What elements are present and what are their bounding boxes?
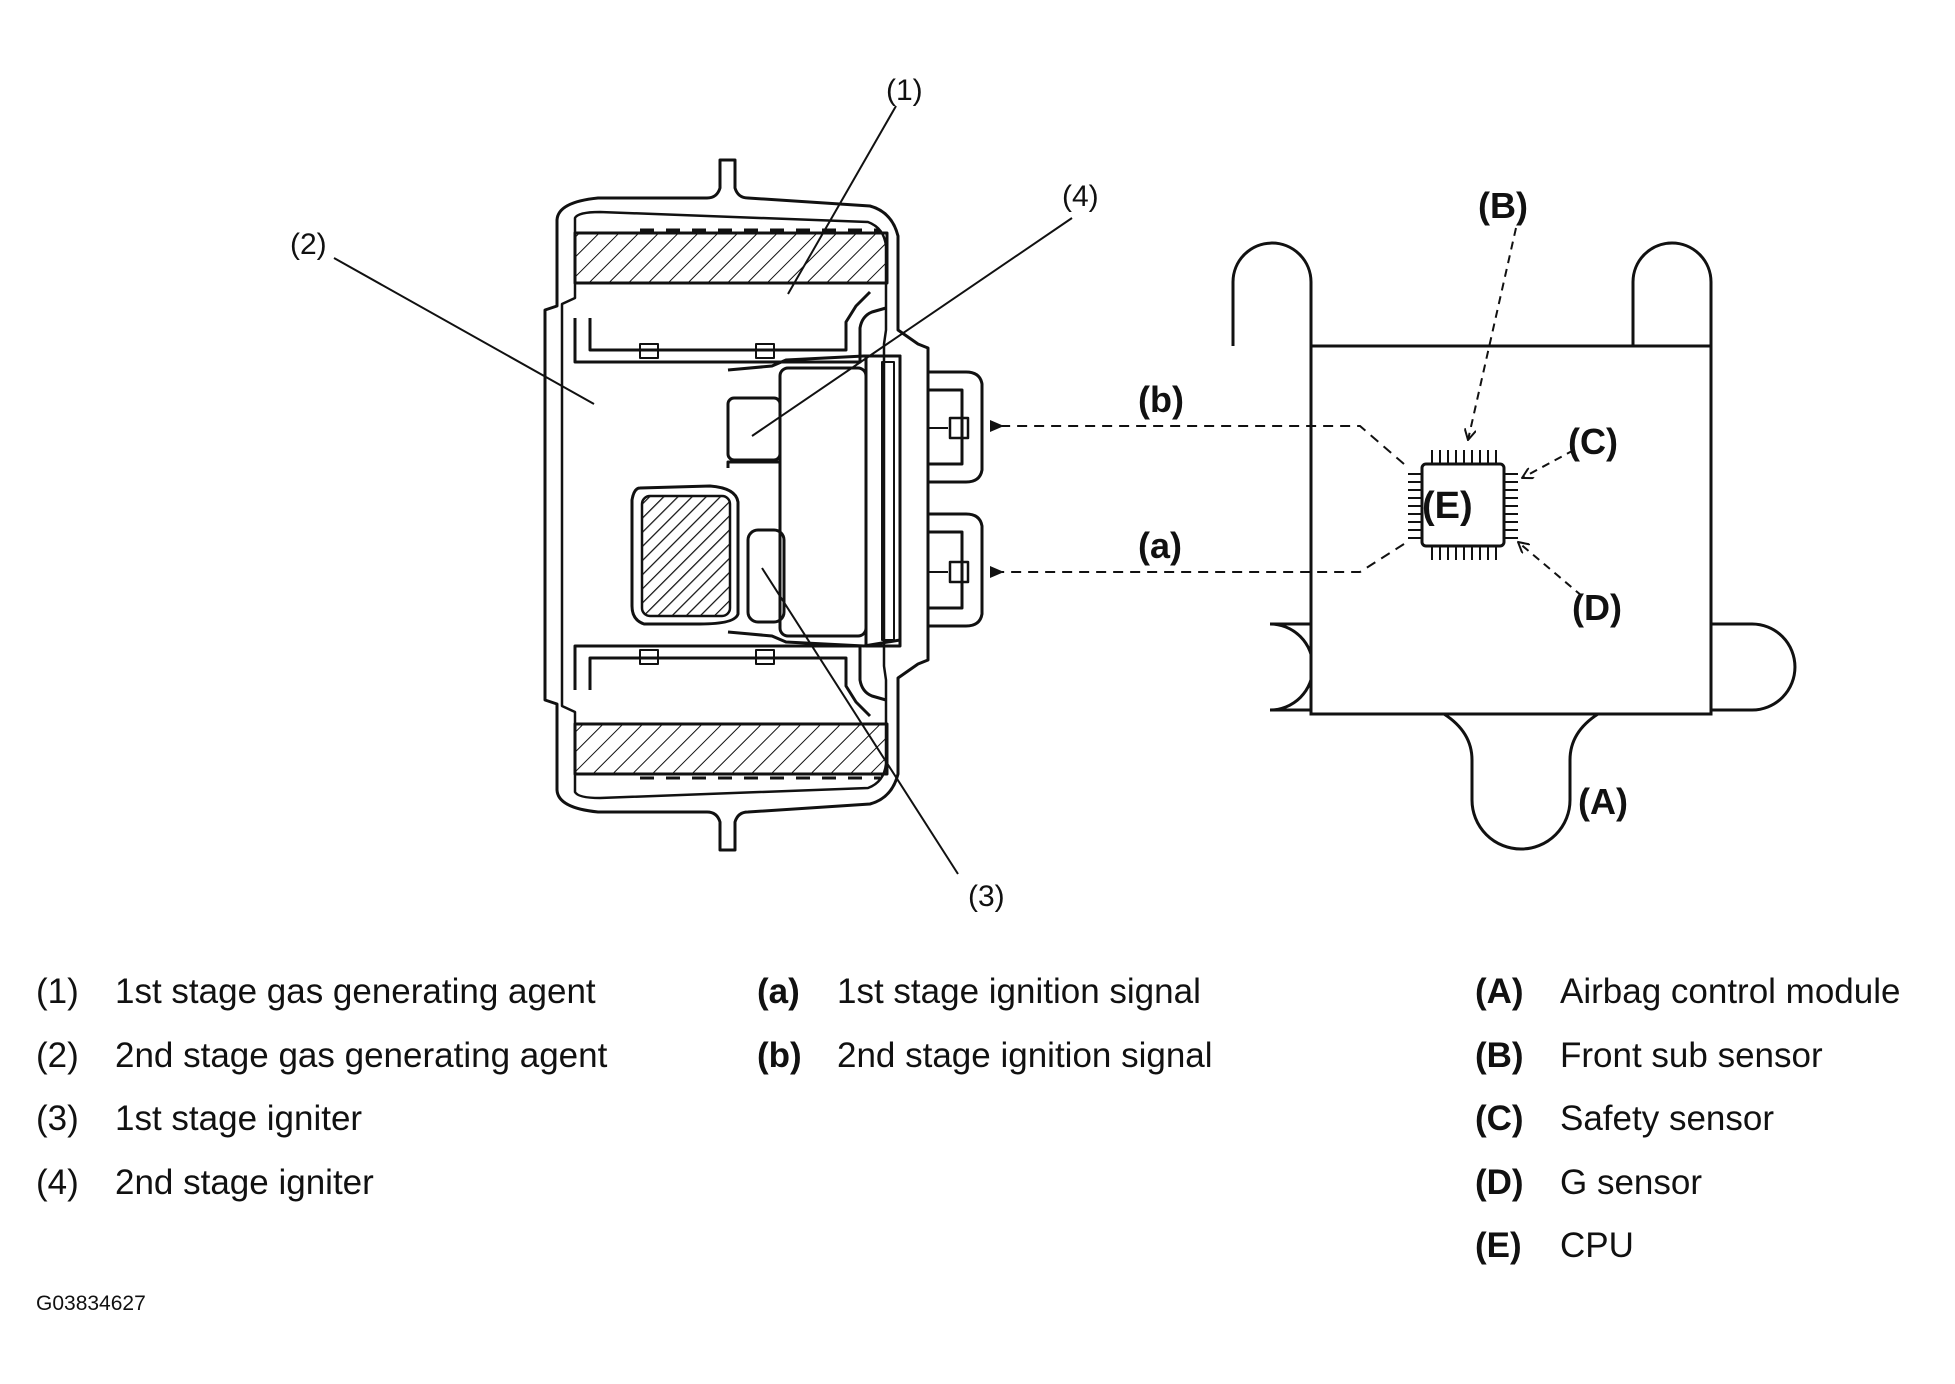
callout-C: (C) [1568,421,1618,462]
legend-label: CPU [1560,1226,1634,1265]
legend-signals: (a) 1st stage ignition signal (b) 2nd stage… [757,972,1213,1099]
legend-label: G sensor [1560,1162,1702,1202]
figure-code: G03834627 [36,1292,146,1315]
legend-key: (D) [1475,1162,1524,1202]
first-stage-igniter [746,528,786,624]
legend-key: (E) [1475,1226,1522,1265]
legend-key: (a) [757,972,800,1011]
legend-label: Safety sensor [1560,1099,1774,1138]
legend-key: (B) [1475,1035,1524,1075]
legend-row: (a) 1st stage ignition signal [757,972,1213,1036]
legend-label: 2nd stage igniter [115,1162,374,1202]
legend-key: (A) [1475,972,1524,1011]
callout-a: (a) [1138,525,1182,566]
legend-row: (3) 1st stage igniter [36,1099,607,1163]
callout-b: (b) [1138,379,1184,420]
legend-key: (3) [36,1099,79,1138]
module-ear-left [1269,622,1315,712]
airbag-control-module [1231,241,1797,851]
legend-label: 1st stage gas generating agent [115,972,596,1011]
inflator-cross-section [543,158,984,852]
module-ear-top-left [1231,241,1313,346]
inflator-leader-lines [333,105,1073,875]
callout-A: (A) [1578,781,1628,822]
callout-D: (D) [1572,587,1622,628]
legend-row: (A) Airbag control module [1475,972,1900,1036]
legend-row: (b) 2nd stage ignition signal [757,1036,1213,1100]
module-ear-bottom [1443,712,1599,851]
legend-label: 2nd stage ignition signal [837,1035,1213,1075]
second-stage-charge [630,484,740,626]
callout-3: (3) [968,880,1005,913]
second-stage-igniter [726,396,782,462]
callouts: (1) (2) (3) (4) (b) (a) (B) (C) (D) (A) … [290,74,1628,913]
sensor-line-c [1522,449,1575,478]
callout-B: (B) [1478,185,1528,226]
callout-1: (1) [886,74,923,107]
cpu-chip [1408,450,1518,560]
callout-E: (E) [1422,485,1473,527]
legend-row: (E) CPU [1475,1226,1900,1290]
legend-numbered: (1) 1st stage gas generating agent (2) 2nd … [36,972,607,1226]
module-ear-top-right [1631,241,1713,346]
first-stage-gas-agent-top [573,231,889,285]
legend-label: 2nd stage gas generating agent [115,1035,608,1075]
legend-key: (1) [36,972,79,1011]
first-stage-gas-agent-bottom [573,722,889,776]
legend-row: (C) Safety sensor [1475,1099,1900,1163]
legend-label: Front sub sensor [1560,1035,1823,1075]
legend-components: (A) Airbag control module (B) Front sub sen… [1475,972,1900,1290]
callout-4: (4) [1062,180,1099,213]
legend-key: (2) [36,1035,79,1075]
signal-line-b [990,420,1405,465]
module-ear-right [1711,622,1797,712]
callout-2: (2) [290,228,327,261]
legend-key: (C) [1475,1099,1524,1138]
legend-row: (1) 1st stage gas generating agent [36,972,607,1036]
legend-label: 1st stage igniter [115,1099,363,1138]
connector-lower [928,512,984,628]
legend-row: (2) 2nd stage gas generating agent [36,1036,607,1100]
connector-upper [928,370,984,484]
signal-lines [990,227,1583,597]
legend-row: (D) G sensor [1475,1163,1900,1227]
legend-row: (4) 2nd stage igniter [36,1163,607,1227]
signal-line-a [990,543,1405,578]
legend-row: (B) Front sub sensor [1475,1036,1900,1100]
legend-label: 1st stage ignition signal [837,972,1201,1011]
legend-label: Airbag control module [1560,972,1901,1011]
inflator-outer-housing [543,158,930,852]
legend-key: (4) [36,1162,79,1202]
legend-key: (b) [757,1035,802,1075]
